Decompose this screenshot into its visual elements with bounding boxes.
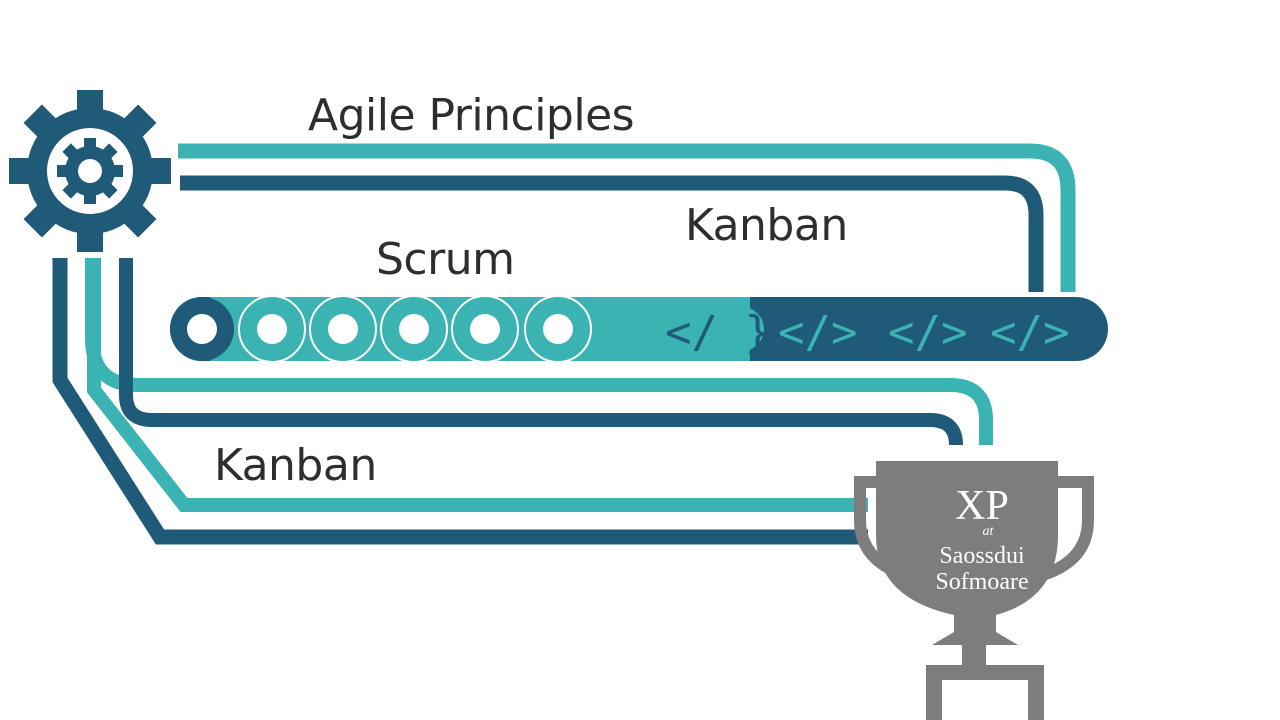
trophy-stem: [962, 640, 986, 668]
sprint-circle: [380, 295, 448, 363]
label-kanban-top: Kanban: [685, 200, 848, 251]
gear-icon: [9, 90, 171, 252]
agile-navy-track: [180, 175, 1044, 292]
agile-teal-track: [178, 143, 1076, 292]
trophy-cup: [876, 461, 1058, 645]
sprint-circle: [238, 295, 306, 363]
sprint-circle: [524, 295, 592, 363]
label-kanban-bottom: Kanban: [214, 440, 377, 491]
code-icon: </>: [778, 307, 857, 358]
pipeline-bar-transition: [720, 307, 764, 351]
code-icon: </ }: [665, 307, 771, 358]
kanban-teal-track: [87, 258, 868, 512]
code-icon: </>: [888, 307, 967, 358]
scrum-navy-loop: [119, 258, 963, 446]
code-glyphs: </ } </> </> </>: [665, 307, 1069, 358]
sprint-circle: [309, 295, 377, 363]
trophy-label-line3: Saossdui: [939, 543, 1025, 569]
label-scrum: Scrum: [376, 234, 515, 285]
scrum-circles: [238, 295, 592, 363]
trophy-label-line4: Sofmoare: [935, 569, 1028, 595]
trophy-base-window: [942, 680, 1028, 720]
trophy-label-small: at: [983, 524, 995, 539]
sprint-circle: [451, 295, 519, 363]
kanban-navy-track: [52, 258, 868, 545]
code-icon: </>: [990, 307, 1069, 358]
trophy-right-handle: [1040, 476, 1094, 581]
trophy-label-xp: XP: [955, 483, 1009, 529]
label-agile-principles: Agile Principles: [308, 90, 635, 141]
trophy-icon: XP at Saossdui Sofmoare: [854, 461, 1094, 720]
pipeline-bar-start-dot: [187, 314, 217, 344]
